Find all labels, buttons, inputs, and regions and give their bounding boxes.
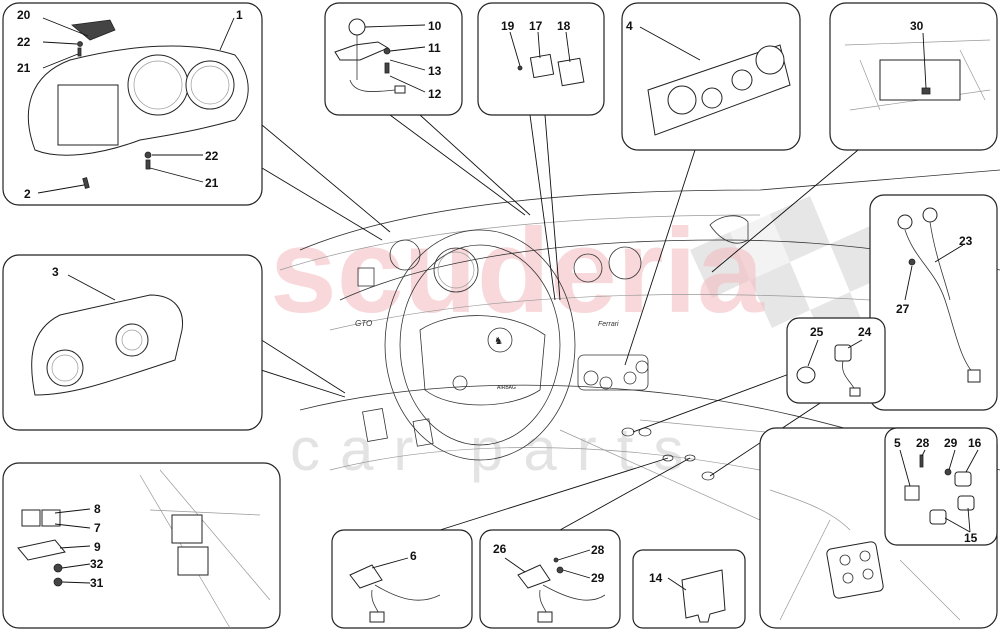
callout-16: 16 bbox=[968, 436, 982, 450]
callout-2: 2 bbox=[24, 187, 31, 201]
callout-box-climate-control: 4 bbox=[621, 2, 801, 151]
cover-part bbox=[71, 19, 116, 41]
callout-12: 12 bbox=[428, 87, 442, 101]
callout-box-window-switch: 8 7 9 32 31 bbox=[2, 462, 281, 629]
callout-3: 3 bbox=[52, 265, 59, 279]
callout-25: 25 bbox=[810, 325, 824, 339]
callout-box-sensor-bracket: 10 11 13 12 bbox=[324, 2, 463, 116]
callout-28: 28 bbox=[591, 543, 605, 557]
callout-14: 14 bbox=[649, 571, 663, 585]
callout-box-socket: 25 24 bbox=[786, 317, 886, 404]
callout-26: 26 bbox=[493, 542, 507, 556]
watermark-sub: car parts bbox=[290, 416, 703, 483]
callout-20: 20 bbox=[17, 8, 31, 22]
callout-box-console: 5 28 29 16 15 bbox=[759, 427, 998, 629]
callout-31: 31 bbox=[90, 576, 104, 590]
engine-start-button bbox=[452, 375, 468, 391]
ferrari-horse-emblem bbox=[487, 327, 513, 353]
callout-18: 18 bbox=[557, 19, 571, 33]
callout-22: 22 bbox=[205, 149, 219, 163]
callout-17: 17 bbox=[529, 19, 543, 33]
callout-9: 9 bbox=[94, 540, 101, 554]
callout-15: 15 bbox=[964, 531, 978, 545]
callout-21: 21 bbox=[205, 176, 219, 190]
callout-10: 10 bbox=[428, 19, 442, 33]
callout-22: 22 bbox=[17, 35, 31, 49]
callout-19: 19 bbox=[501, 19, 515, 33]
callout-box-light-switch: 3 bbox=[2, 254, 263, 431]
callout-8: 8 bbox=[94, 502, 101, 516]
callout-29: 29 bbox=[591, 571, 605, 585]
gto-badge: GTO bbox=[355, 319, 372, 328]
callout-6: 6 bbox=[410, 549, 417, 563]
airbag-label: AIRBAG bbox=[497, 385, 516, 391]
callout-7: 7 bbox=[94, 521, 101, 535]
callout-24: 24 bbox=[858, 325, 872, 339]
callout-box-small-switch: 19 17 18 bbox=[477, 2, 605, 116]
callout-4: 4 bbox=[626, 19, 633, 33]
callout-5: 5 bbox=[894, 436, 901, 450]
callout-box-plate: 14 bbox=[632, 549, 746, 629]
callout-21: 21 bbox=[17, 61, 31, 75]
callout-box-sensor-6: 6 bbox=[331, 529, 473, 629]
callout-30: 30 bbox=[910, 19, 924, 33]
callout-box-sensor-26: 26 28 29 bbox=[479, 529, 621, 629]
watermark-brand: scuderia bbox=[270, 204, 765, 338]
callout-32: 32 bbox=[90, 557, 104, 571]
callout-23: 23 bbox=[959, 234, 973, 248]
callout-13: 13 bbox=[428, 64, 442, 78]
horse-icon: ♞ bbox=[494, 336, 503, 347]
callout-28: 28 bbox=[916, 436, 930, 450]
callout-11: 11 bbox=[428, 41, 441, 55]
callout-box-instrument-cluster: 20 1 22 21 2 22 21 bbox=[2, 2, 263, 206]
callout-box-harness: 23 27 bbox=[869, 194, 998, 411]
callout-box-glovebox: 30 bbox=[829, 2, 998, 151]
callout-1: 1 bbox=[236, 8, 243, 22]
ferrari-script: Ferrari bbox=[598, 321, 619, 328]
callout-27: 27 bbox=[896, 302, 910, 316]
callout-29: 29 bbox=[944, 436, 958, 450]
